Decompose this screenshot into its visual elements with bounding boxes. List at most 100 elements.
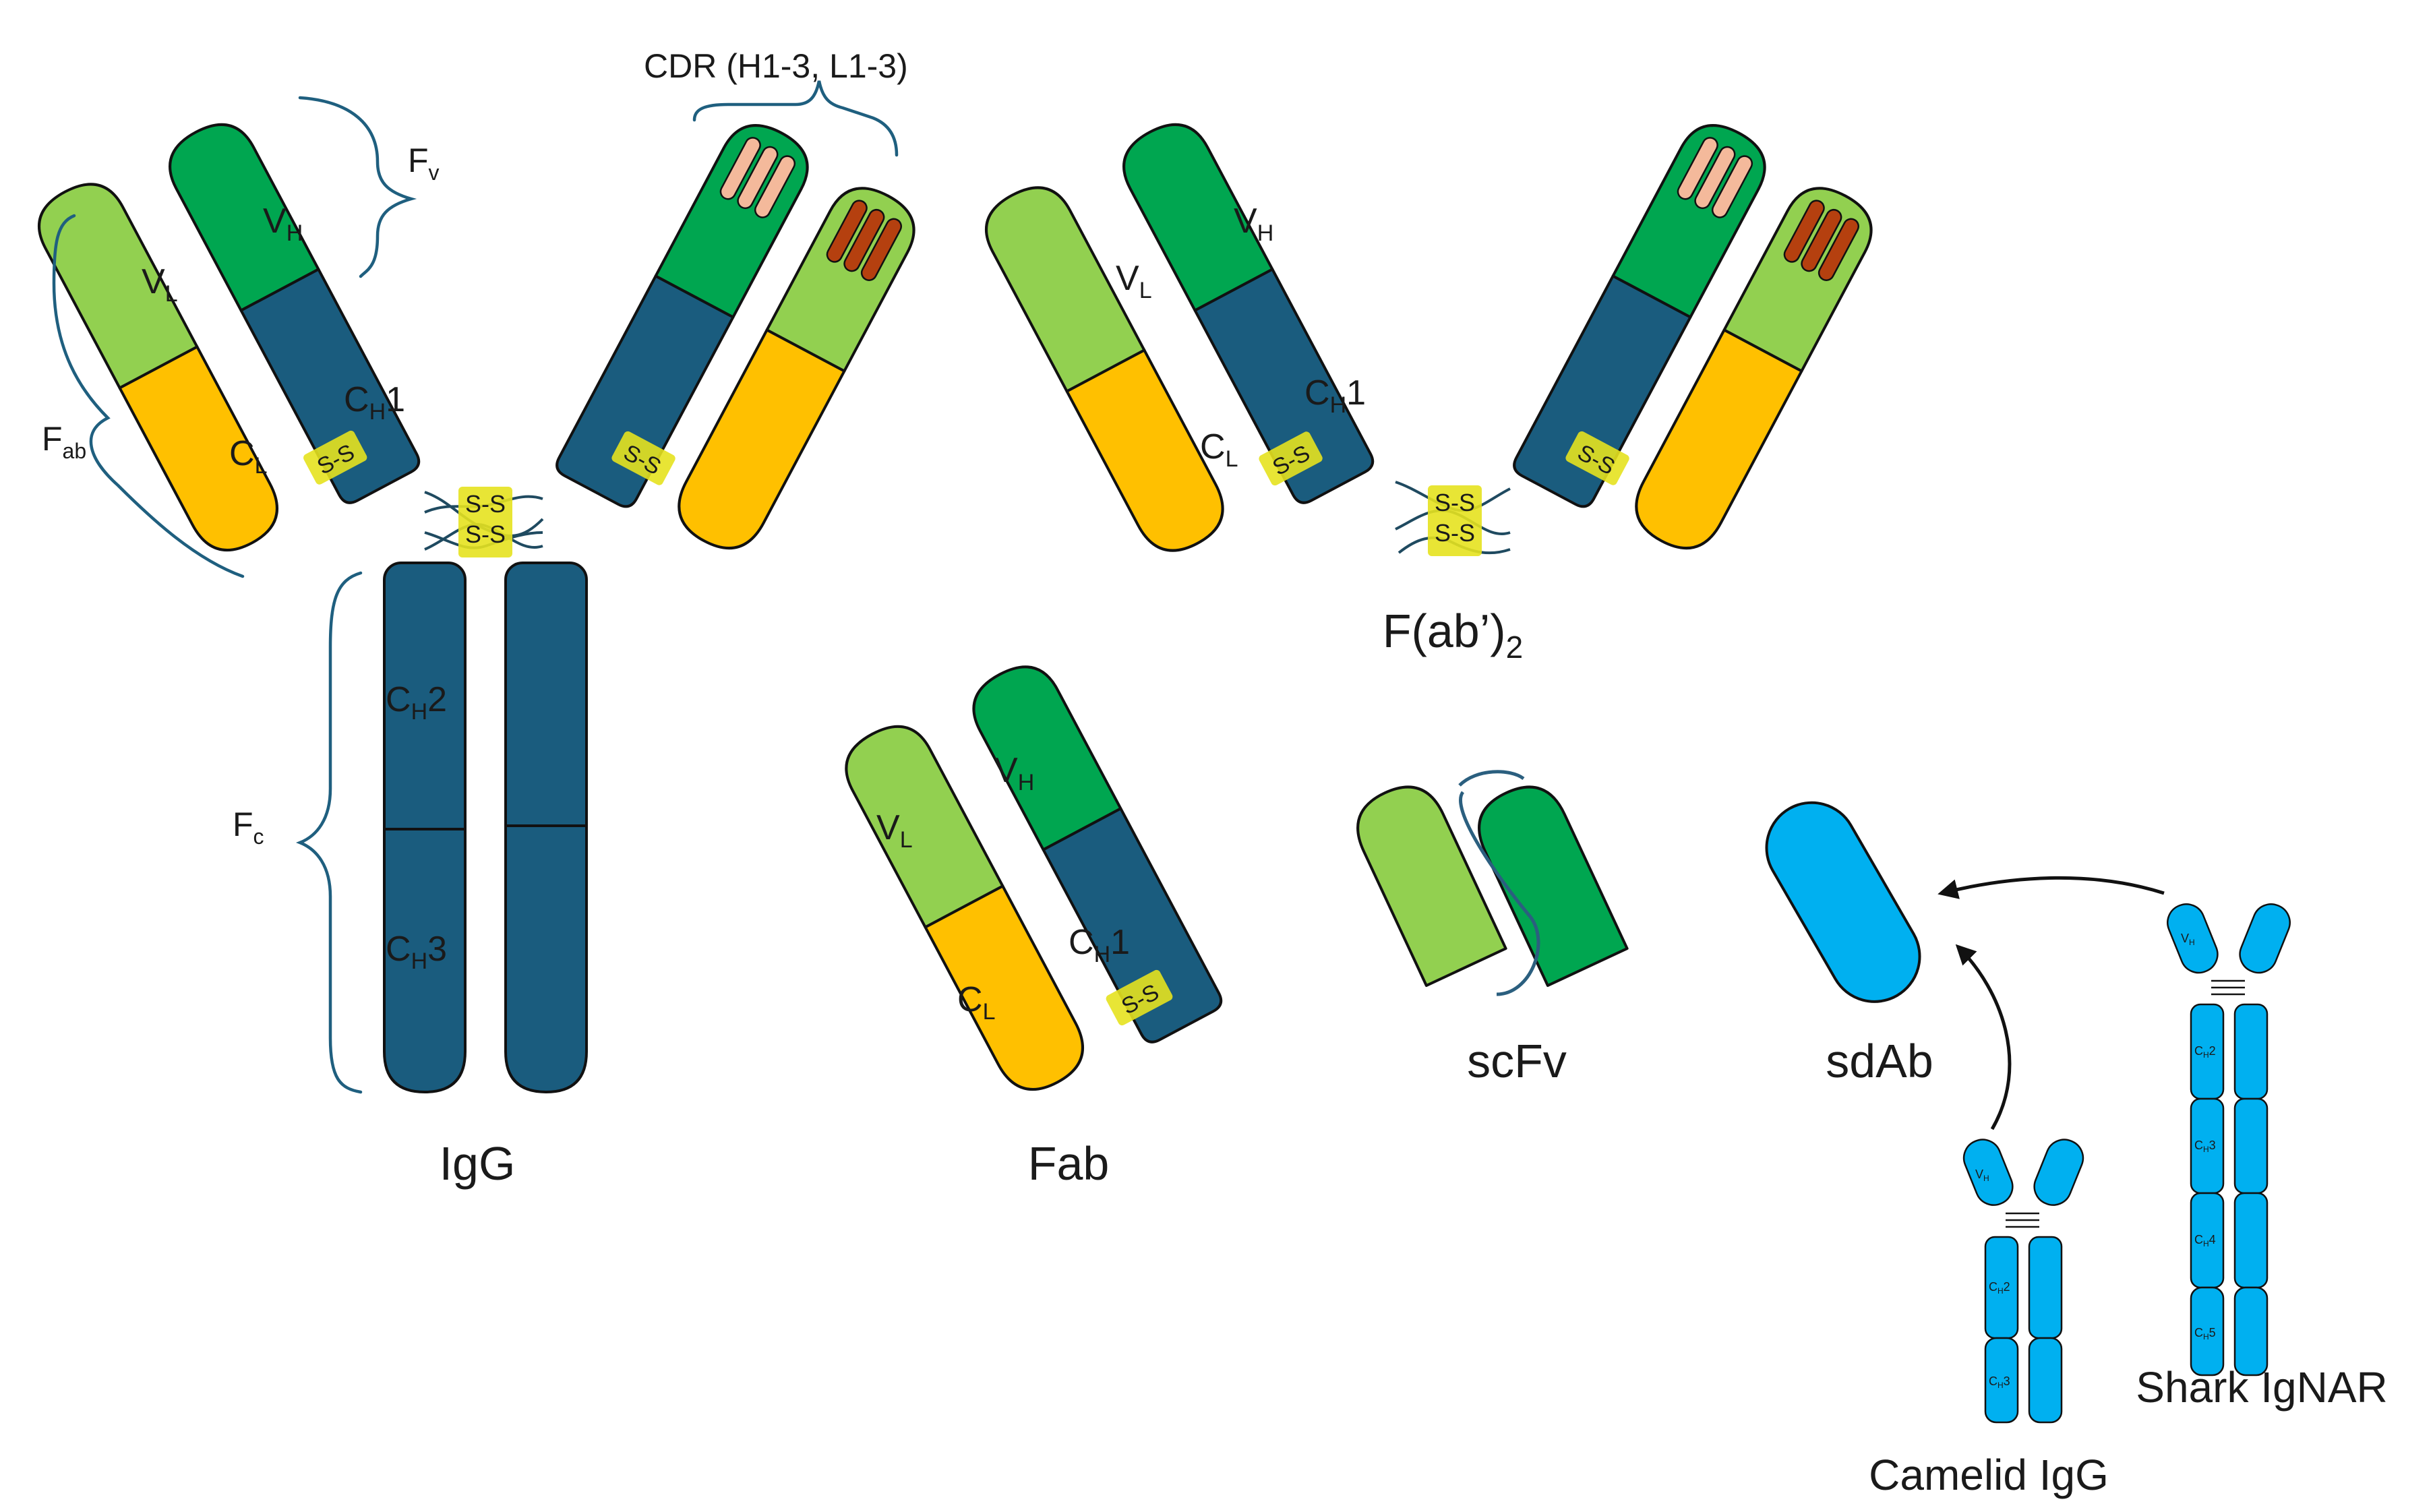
fab-label: Fab — [42, 420, 86, 463]
fab-vh-label: VH — [994, 751, 1034, 795]
scfv-linker — [1458, 770, 1540, 996]
camelid-vh-label: VH — [1975, 1168, 1989, 1183]
fab2-cl-domain — [1065, 349, 1224, 552]
igg-cdr-loop — [860, 218, 903, 281]
sdab-caption: sdAb — [1826, 1035, 1933, 1087]
camelid-ch3-label: CH3 — [1989, 1374, 2010, 1390]
shark-ch-domain — [2233, 1286, 2269, 1377]
fab2-hinge-ss-label: S-S — [1435, 489, 1475, 516]
fc-label: Fc — [233, 806, 264, 849]
fab2-vl-label: VL — [1116, 259, 1152, 303]
camelid-igg-structure: VH CH2 CH3 Camelid IgG — [1869, 1139, 2109, 1499]
igg-cl-domain — [118, 345, 278, 552]
igg-ch2-domain — [504, 562, 588, 861]
shark-to-sdab-arrow — [1938, 876, 2165, 899]
cdr-brace — [692, 80, 899, 157]
scfv-caption: scFv — [1467, 1035, 1567, 1087]
igg-structure: S-S S-S S-S — [38, 47, 915, 1190]
igg-left-light-chain — [38, 183, 278, 552]
scfv-vh-group — [1478, 785, 1629, 988]
igg-ch1-label: CH1 — [344, 380, 405, 425]
fab-structure: S-S VL VH CL CH1 Fab — [845, 665, 1223, 1190]
igg-left-heavy-chain — [169, 123, 421, 504]
camelid-ch3-domain — [1984, 1337, 2019, 1424]
fab2-vh-domain — [1611, 124, 1766, 319]
fab-caption: Fab — [1028, 1137, 1110, 1190]
fab2-vl-domain — [985, 186, 1146, 393]
fab2-vh-domain — [1122, 123, 1274, 312]
fab2-hinge-ss-box — [1428, 485, 1482, 556]
igg-cdr-loop — [737, 146, 779, 210]
fab-heavy-chain — [972, 665, 1223, 1044]
igg-ch3-domain — [383, 828, 467, 1093]
sdab-structure: sdAb — [1765, 801, 2165, 1130]
fab2-cl-domain — [1635, 328, 1803, 550]
fab2-cdr-loop — [1801, 208, 1842, 272]
igg-caption: IgG — [440, 1137, 516, 1190]
shark-vh-domain — [2167, 903, 2219, 974]
camelid-ch2-label: CH2 — [1989, 1280, 2010, 1296]
fab2-left-ss-box — [1259, 431, 1323, 486]
camelid-caption: Camelid IgG — [1869, 1451, 2109, 1499]
igg-vl-label: VL — [142, 262, 178, 307]
fab-ch1-label: CH1 — [1069, 923, 1130, 967]
fab-light-chain — [845, 725, 1084, 1091]
sdab-domain — [1765, 801, 1921, 1003]
shark-caption: Shark IgNAR — [2136, 1363, 2387, 1412]
shark-ch2-label: CH2 — [2194, 1044, 2216, 1060]
fab2-right-heavy-chain — [1513, 124, 1766, 508]
shark-ch4-label: CH4 — [2194, 1233, 2216, 1248]
igg-fc-chain-left — [383, 562, 467, 1093]
shark-ch-domain — [2233, 1003, 2269, 1100]
igg-right-light-chain — [678, 187, 915, 550]
scfv-structure: scFv — [1356, 770, 1629, 1087]
fab-cl-label: CL — [957, 980, 995, 1025]
igg-ch3-label: CH3 — [386, 930, 447, 974]
igg-right-heavy-chain — [555, 124, 809, 508]
igg-left-ss-box — [303, 430, 367, 485]
fc-brace — [295, 571, 363, 1094]
shark-hinge-line — [2211, 979, 2245, 996]
igg-cdr-loop — [826, 200, 868, 263]
igg-ch1-domain — [239, 268, 421, 504]
fv-label: Fv — [408, 142, 440, 185]
camelid-ch3-domain — [2028, 1337, 2063, 1424]
fab2-left-light-chain — [985, 186, 1224, 552]
igg-hinge-ss-label: S-S — [465, 520, 506, 548]
scfv-vl-group — [1356, 785, 1507, 988]
camelid-to-sdab-arrow — [1955, 944, 2012, 1130]
shark-ignar-structure: VH CH2 CH3 CH4 CH5 Shark IgNAR — [2136, 903, 2388, 1412]
fab2-right-ss-box — [1565, 431, 1629, 485]
igg-hinge-ss-box — [458, 487, 512, 557]
fab2-cdr-loop — [1694, 146, 1736, 210]
igg-cdr-loop — [754, 155, 796, 218]
sdab-group — [1765, 801, 1921, 1003]
camelid-hinge-line — [2006, 1212, 2039, 1228]
igg-ch2-label: CH2 — [386, 680, 447, 725]
fab-vh-domain — [972, 665, 1122, 851]
igg-ch3-domain — [504, 824, 588, 1093]
igg-ch1-domain — [555, 274, 735, 508]
shark-ch5-label: CH5 — [2194, 1326, 2216, 1341]
igg-right-arm-ss: S-S — [611, 431, 675, 485]
fab2-caption: F(ab’)2 — [1383, 605, 1523, 665]
fab-vl-domain — [845, 725, 1004, 929]
fab-cl-domain — [924, 884, 1084, 1091]
igg-vh-domain — [169, 123, 320, 312]
shark-ch-domain — [2233, 1097, 2269, 1195]
fab2-cl-label: CL — [1200, 427, 1238, 472]
fv-brace — [298, 96, 417, 278]
shark-ch3-label: CH3 — [2194, 1139, 2216, 1154]
fab2-ch1-domain — [1193, 268, 1375, 504]
scfv-vl-domain — [1356, 785, 1507, 988]
fab-brace — [52, 214, 245, 578]
fab2-ch1-domain — [1513, 274, 1692, 508]
fab2-cdr-loop — [1783, 200, 1825, 263]
cdr-label: CDR (H1-3, L1-3) — [644, 47, 908, 85]
igg-cl-label: CL — [229, 434, 267, 479]
shark-vh-label: VH — [2181, 932, 2195, 947]
camelid-ch2-domain — [2028, 1236, 2063, 1339]
igg-hinge-ss-label: S-S — [465, 490, 506, 518]
igg-vh-domain — [654, 124, 809, 319]
